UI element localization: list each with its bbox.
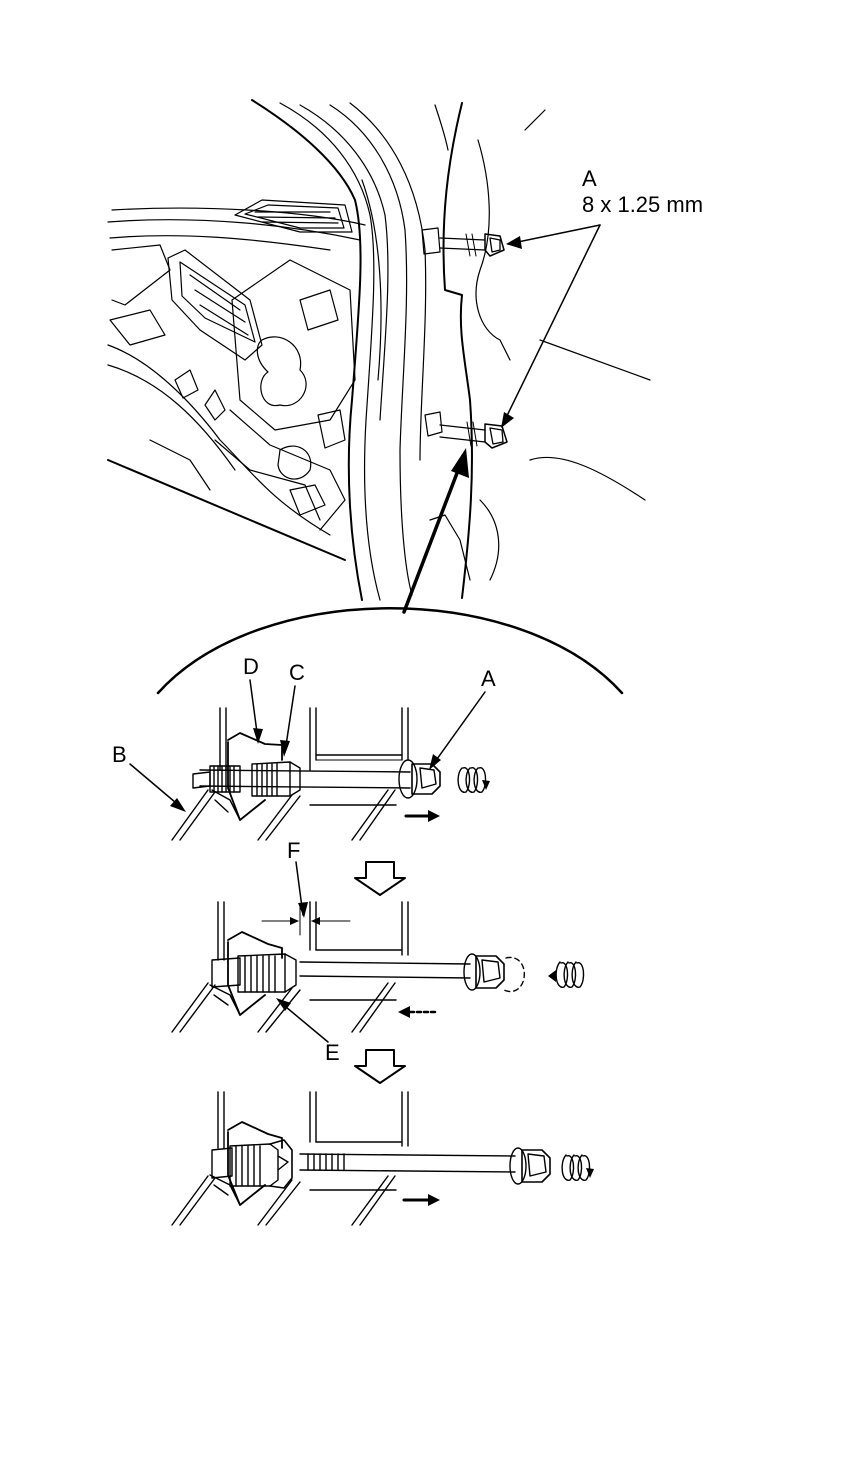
detail-step-2 xyxy=(171,901,585,1033)
label-a-top: A xyxy=(582,166,597,191)
step-arrow-1 xyxy=(354,861,406,896)
label-b: B xyxy=(112,742,127,767)
label-d: D xyxy=(243,654,259,679)
detail-step-1 xyxy=(171,707,490,841)
label-e: E xyxy=(325,1040,340,1065)
detail-view-arc xyxy=(156,607,624,695)
label-c: C xyxy=(289,660,305,685)
leaders-step-2 xyxy=(276,861,329,1043)
detail-step-3 xyxy=(171,1091,594,1226)
label-a-spec: 8 x 1.25 mm xyxy=(582,192,704,217)
leaders-step-1 xyxy=(129,679,486,812)
step-arrow-2 xyxy=(354,1049,406,1084)
bolt-a-upper xyxy=(439,233,505,257)
vehicle-dashboard-illustration xyxy=(107,99,651,601)
leader-arrows-a-top xyxy=(501,224,601,428)
label-f: F xyxy=(287,838,301,863)
detail-pointer-arrow xyxy=(402,448,469,614)
bolt-a-lower xyxy=(439,421,508,449)
label-a-detail: A xyxy=(481,666,496,691)
